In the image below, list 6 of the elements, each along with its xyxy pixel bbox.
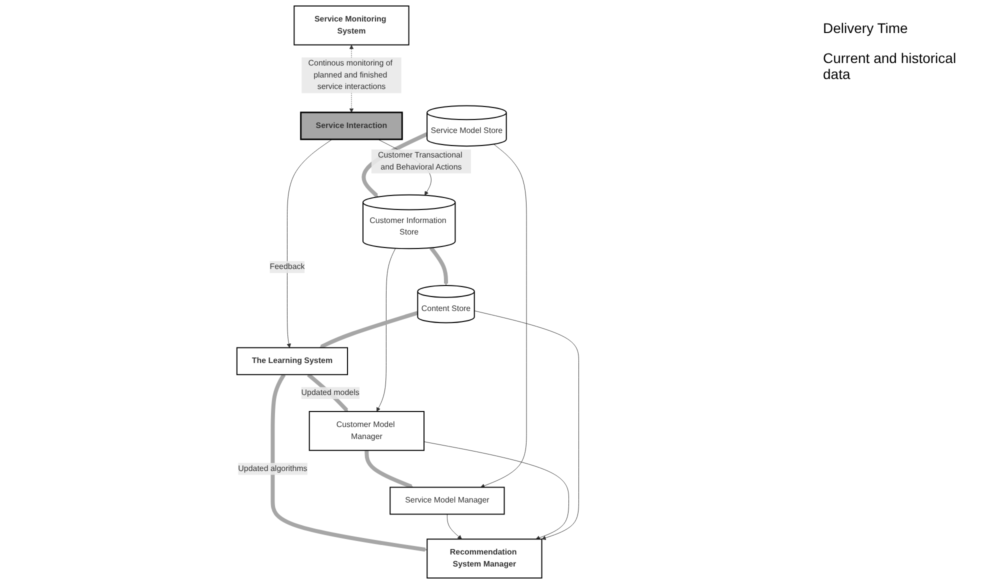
band-label: Current and historical data <box>823 50 958 82</box>
arrow <box>446 514 462 540</box>
band-label: Delivery Time <box>823 20 909 36</box>
arrow <box>364 450 414 488</box>
arrow <box>319 310 418 349</box>
arrow <box>429 246 448 286</box>
